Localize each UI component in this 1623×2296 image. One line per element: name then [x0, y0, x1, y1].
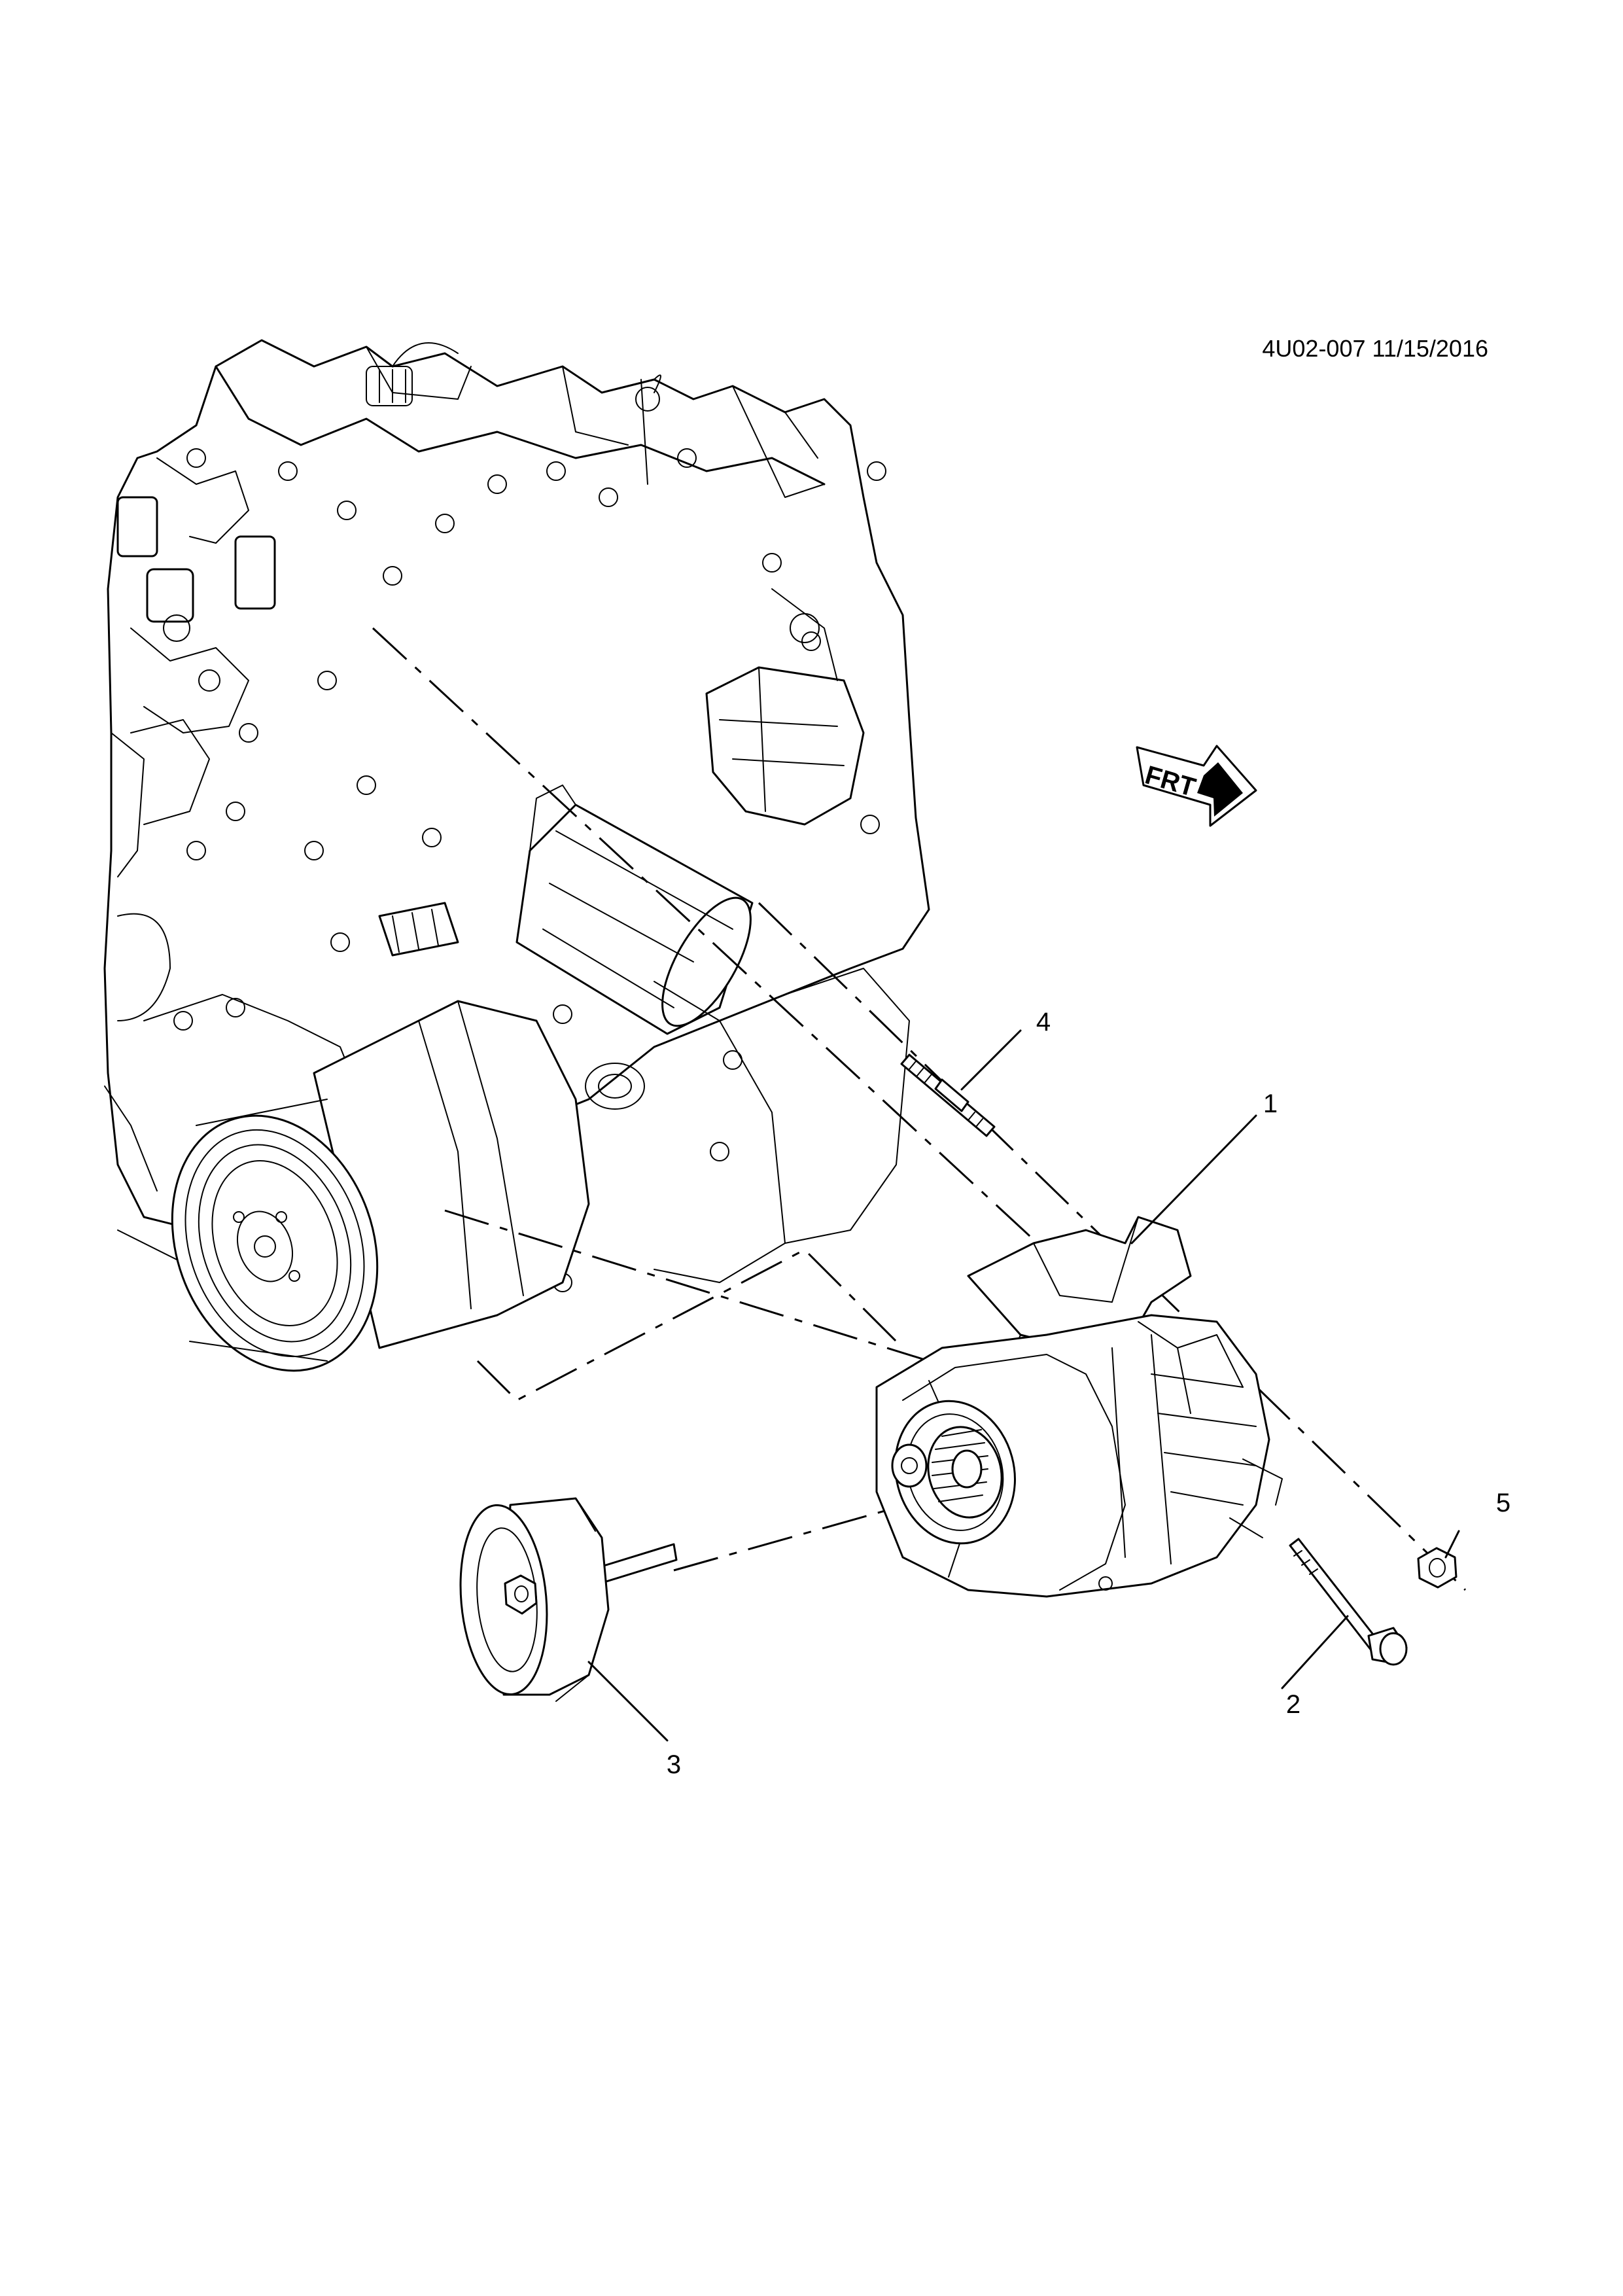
- callout-number-4: 4: [1036, 1008, 1051, 1036]
- illustration-code: 4U02-007 11/15/2016: [1262, 335, 1488, 362]
- bolt-icon: [1289, 1538, 1408, 1666]
- callout-leaders: [587, 1029, 1460, 1742]
- pulley-icon: [459, 1497, 678, 1702]
- front-direction-arrow-icon: FRT: [1136, 745, 1257, 827]
- stud-icon: [900, 1053, 996, 1137]
- generator-icon: [875, 1216, 1283, 1598]
- callout-number-1: 1: [1263, 1089, 1278, 1118]
- ac-compressor-icon: [171, 1000, 590, 1372]
- oil-filter-icon: [515, 785, 754, 1035]
- nut-icon: [1417, 1547, 1457, 1589]
- callout-number-5: 5: [1496, 1489, 1510, 1517]
- callout-number-2: 2: [1286, 1690, 1300, 1719]
- callout-number-3: 3: [667, 1750, 681, 1779]
- engine-block-icon: [103, 339, 930, 1292]
